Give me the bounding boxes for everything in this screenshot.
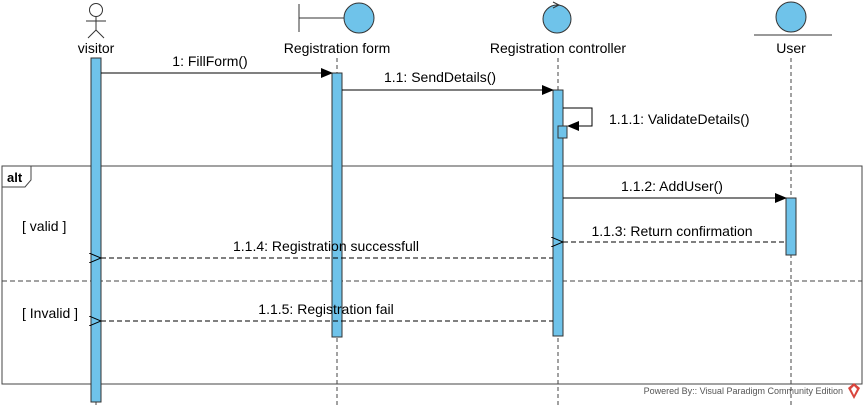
- entity-icon: [754, 1, 832, 36]
- message-label-adduser: 1.1.2: AddUser(): [621, 178, 723, 194]
- guard-valid: [ valid ]: [22, 218, 66, 234]
- powered-by-footer: Powered By:: Visual Paradigm Community E…: [644, 386, 843, 396]
- message-label-registration-fail: 1.1.5: Registration fail: [258, 301, 393, 317]
- activation-user: [785, 197, 797, 256]
- message-arrow-validatedetails: [563, 107, 593, 131]
- message-label-registration-successful: 1.1.4: Registration successfull: [233, 238, 419, 254]
- alt-fragment: [1, 165, 863, 385]
- lifeline-label-visitor: visitor: [78, 40, 115, 56]
- message-label-senddetails: 1.1: SendDetails(): [384, 69, 496, 85]
- visual-paradigm-logo-icon: [848, 383, 860, 399]
- message-label-return-confirmation: 1.1.3: Return confirmation: [591, 223, 752, 239]
- activation-registration-controller: [552, 89, 564, 337]
- lifeline-label-registration-form: Registration form: [284, 40, 391, 56]
- lifeline-label-user: User: [776, 40, 806, 56]
- boundary-icon: [298, 2, 375, 34]
- activation-nested-controller: [557, 125, 568, 139]
- message-label-validatedetails: 1.1.1: ValidateDetails(): [609, 111, 750, 127]
- lifeline-label-registration-controller: Registration controller: [490, 40, 627, 56]
- actor-icon: [86, 3, 106, 39]
- message-label-fillform: 1: FillForm(): [172, 53, 247, 69]
- alt-operator-label: alt: [7, 170, 23, 185]
- guard-invalid: [ Invalid ]: [22, 305, 78, 321]
- activation-visitor: [90, 57, 102, 403]
- activation-registration-form: [331, 72, 343, 338]
- control-icon: [542, 1, 572, 34]
